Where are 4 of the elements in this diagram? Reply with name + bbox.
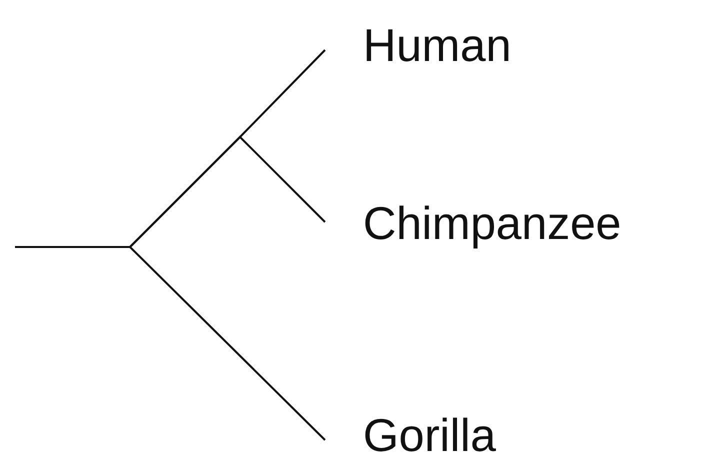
species-label: Chimpanzee xyxy=(325,200,622,246)
branch-line xyxy=(15,246,326,441)
species-label: Gorilla xyxy=(325,412,496,458)
species-label: Human xyxy=(325,22,512,68)
